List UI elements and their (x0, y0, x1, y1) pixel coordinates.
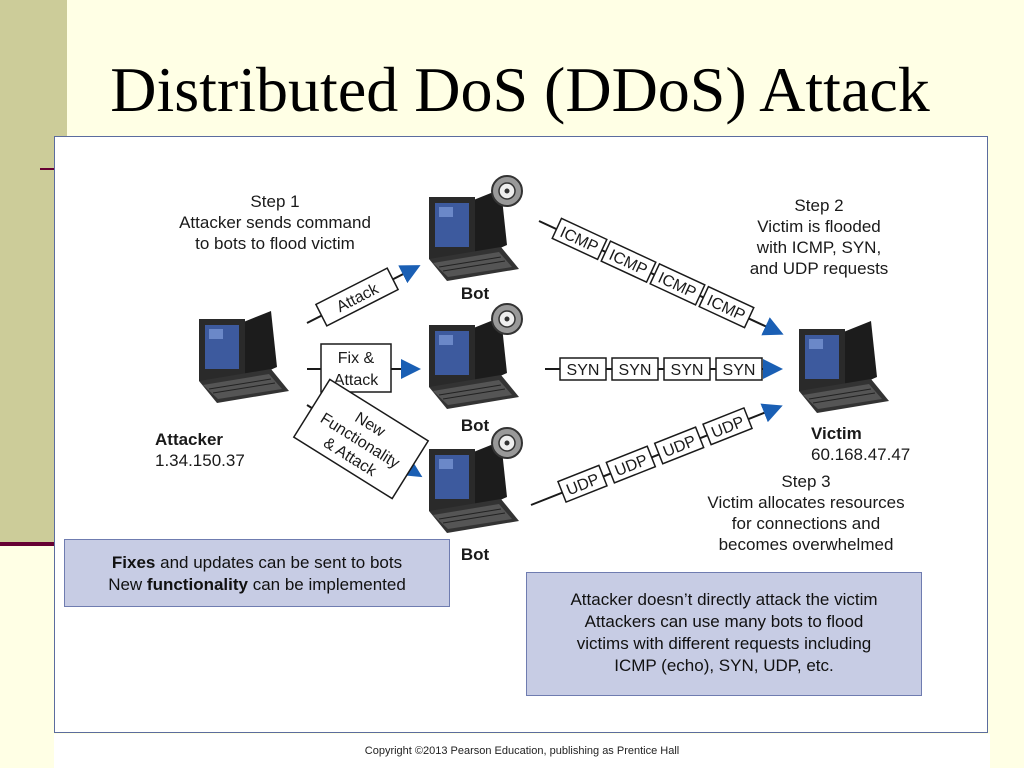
syn-packet-box (663, 357, 711, 381)
step1-text: Step 1 Attacker sends command to bots to… (179, 192, 371, 253)
syn-packet-label: SYN (723, 362, 756, 379)
syn-packet-label: SYN (619, 362, 652, 379)
bot-computer-icon-middle (429, 304, 522, 409)
syn-packet-label: SYN (567, 362, 600, 379)
syn-packet-box (559, 357, 607, 381)
attack-command-arrow: Attack (306, 265, 421, 327)
bot-computer-icon-bottom (429, 428, 522, 533)
ddos-diagram: Attack Fix & Attack New Functionality & … (54, 136, 988, 733)
bot-computer-icon-top (429, 176, 522, 281)
udp-packet-box (605, 445, 657, 484)
syn-packet-box (611, 357, 659, 381)
diagram-graphics: Attack Fix & Attack New Functionality & … (198, 137, 890, 734)
copyright-footer: Copyright ©2013 Pearson Education, publi… (54, 734, 990, 768)
bot-label-bottom: Bot (460, 545, 490, 564)
udp-packet-box (556, 464, 608, 504)
fixes-info-line2: New functionality can be implemented (108, 575, 406, 594)
syn-packet-stream: SYN SYN SYN SYN (545, 357, 783, 381)
udp-packet-box (653, 426, 705, 465)
icmp-packet-box (600, 240, 657, 284)
slide-title: Distributed DoS (DDoS) Attack (110, 54, 930, 125)
step3-text: Step 3 Victim allocates resources for co… (707, 472, 905, 554)
step2-text: Step 2 Victim is flooded with ICMP, SYN,… (749, 196, 889, 278)
bot-label-middle: Bot (460, 416, 490, 435)
udp-packet-box (702, 406, 754, 446)
new-functionality-command-arrow: New Functionality & Attack (292, 378, 430, 500)
fix-attack-command-arrow: Fix & Attack (307, 343, 421, 393)
svg-text:Attack: Attack (334, 372, 379, 389)
fixes-info-line1: Fixes and updates can be sent to bots (111, 553, 403, 572)
victim-computer-icon (798, 320, 890, 414)
syn-packet-box (715, 357, 763, 381)
attacker-label: Attacker 1.34.150.37 (155, 430, 245, 470)
bot-label-top: Bot (460, 284, 490, 303)
syn-packet-label: SYN (671, 362, 704, 379)
fixes-info-box: Fixes and updates can be sent to bots Ne… (64, 539, 450, 607)
icmp-packet-box (551, 217, 608, 261)
attacker-info-box: Attacker doesn’t directly attack the vic… (526, 572, 922, 696)
divider-tick (40, 168, 54, 170)
attacker-computer-icon (198, 310, 290, 404)
divider-line (0, 542, 54, 546)
victim-label: Victim 60.168.47.47 (811, 424, 911, 464)
icmp-packet-box (698, 285, 755, 329)
icmp-packet-box (649, 262, 706, 306)
svg-text:Fix &: Fix & (338, 350, 375, 367)
